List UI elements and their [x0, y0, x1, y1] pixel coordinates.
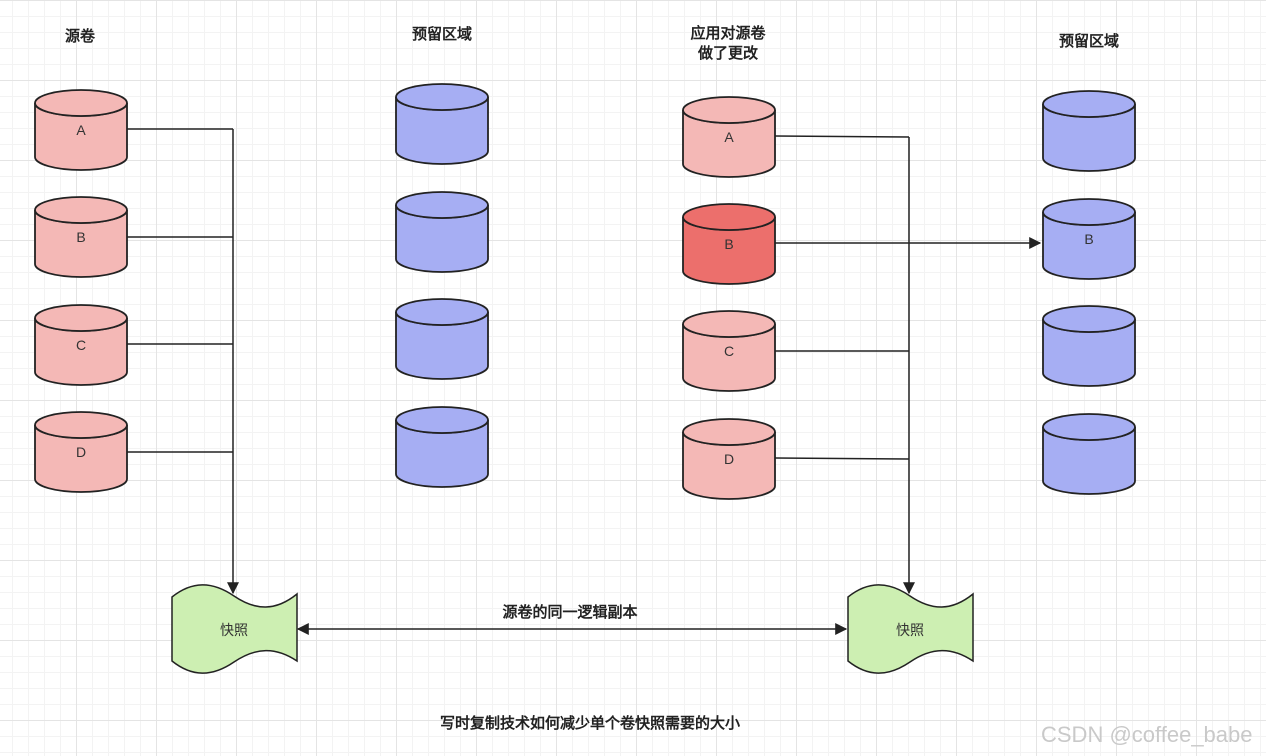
watermark: CSDN @coffee_babe	[1041, 722, 1253, 747]
snapshot-left-label: 快照	[220, 622, 248, 638]
changed-volumes: A B C D	[682, 96, 776, 500]
source-volume-a: A	[34, 89, 128, 171]
reserve-1-block-1	[395, 83, 489, 165]
snapshot-left: 快照	[171, 584, 298, 674]
source-volume-d-label: D	[76, 444, 86, 460]
header-reserve-area-1: 预留区域	[411, 26, 472, 43]
connector-right-d	[774, 457, 910, 460]
reserve-area-2-blocks: B	[1042, 90, 1136, 495]
reserve-area-1-blocks	[395, 83, 489, 488]
reserve-2-block-1	[1042, 90, 1136, 172]
snapshot-link-label: 源卷的同一逻辑副本	[502, 604, 638, 621]
header-changed-line2: 做了更改	[697, 45, 758, 62]
header-reserve-area-2: 预留区域	[1058, 33, 1119, 50]
source-volumes: A B C D	[34, 89, 128, 493]
changed-volume-a: A	[682, 96, 776, 178]
right-connectors	[774, 135, 1042, 595]
changed-volume-b-label: B	[724, 236, 733, 252]
changed-volume-c-label: C	[724, 343, 734, 359]
reserve-1-block-4	[395, 406, 489, 488]
changed-volume-b: B	[682, 203, 776, 285]
reserve-2-block-4	[1042, 413, 1136, 495]
reserve-1-block-2	[395, 191, 489, 273]
source-volume-b-label: B	[76, 229, 85, 245]
source-volume-c: C	[34, 304, 128, 386]
changed-volume-c: C	[682, 310, 776, 392]
changed-volume-d-label: D	[724, 451, 734, 467]
source-volume-b: B	[34, 196, 128, 278]
connector-right-a	[774, 135, 910, 138]
snapshot-right: 快照	[847, 584, 974, 674]
source-volume-d: D	[34, 411, 128, 493]
reserve-2-block-2-label: B	[1084, 231, 1093, 247]
snapshot-right-label: 快照	[896, 622, 924, 638]
source-volume-c-label: C	[76, 337, 86, 353]
changed-volume-d: D	[682, 418, 776, 500]
header-changed-line1: 应用对源卷	[690, 25, 766, 42]
reserve-1-block-3	[395, 298, 489, 380]
footer-caption: 写时复制技术如何减少单个卷快照需要的大小	[439, 715, 740, 732]
left-connectors	[127, 128, 239, 595]
header-source-volume: 源卷	[64, 28, 95, 45]
source-volume-a-label: A	[76, 122, 86, 138]
reserve-2-block-3	[1042, 305, 1136, 387]
changed-volume-a-label: A	[724, 129, 734, 145]
reserve-2-block-2: B	[1042, 198, 1136, 280]
